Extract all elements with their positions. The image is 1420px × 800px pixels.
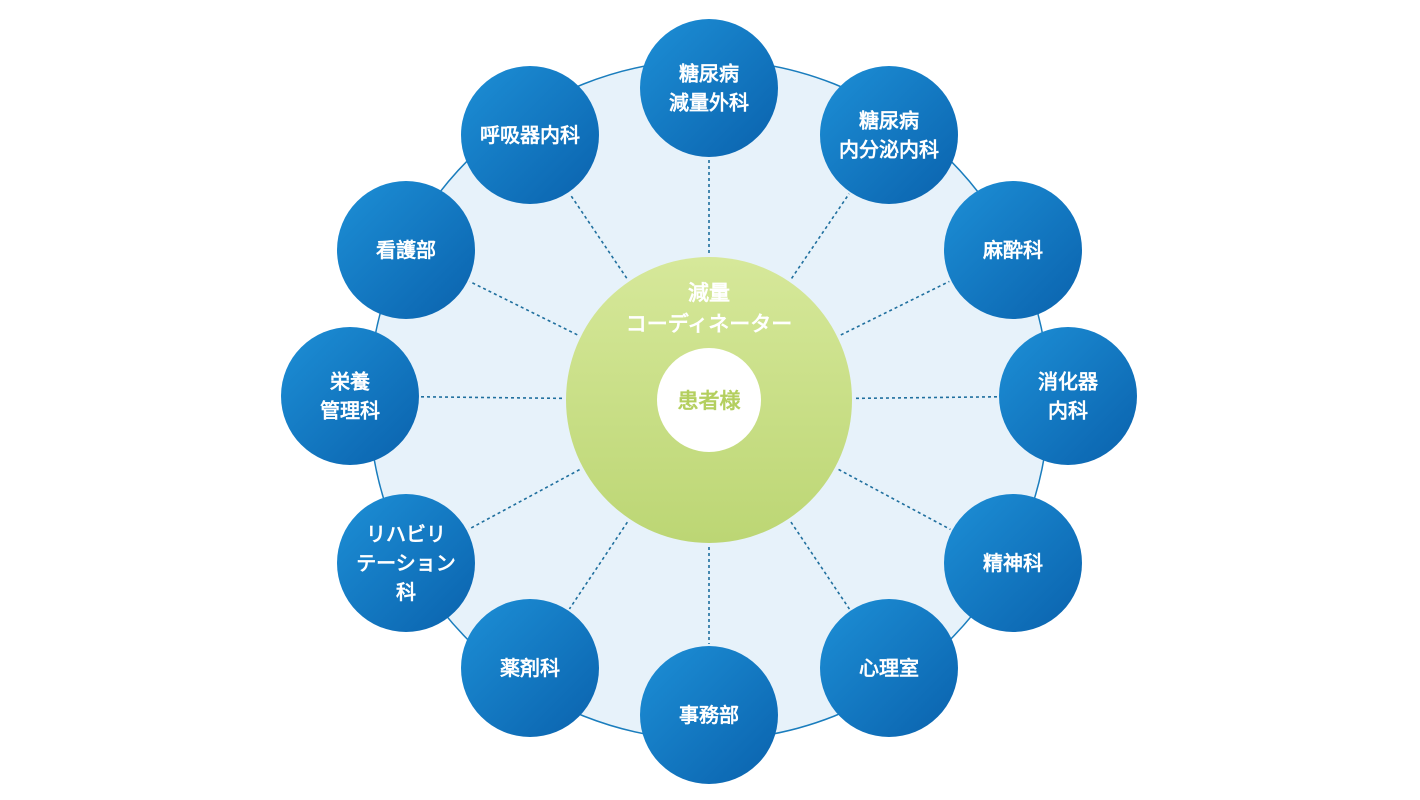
- coordinator-label-line: コーディネーター: [626, 312, 793, 336]
- department-circle: [461, 599, 599, 737]
- department-label: 麻酔科: [982, 238, 1043, 262]
- department-label: リハビリ: [366, 522, 446, 546]
- department-label: 心理室: [859, 656, 919, 680]
- connector-line: [569, 193, 628, 279]
- department-label: 内科: [1048, 399, 1088, 423]
- connector-lines: [420, 159, 998, 644]
- department-label: 栄養: [329, 370, 371, 394]
- department-node: 精神科: [944, 494, 1082, 632]
- department-circle: [820, 599, 958, 737]
- department-nodes: 糖尿病減量外科糖尿病内分泌内科麻酔科消化器内科精神科心理室事務部薬剤科リハビリテ…: [281, 19, 1137, 784]
- department-label: 呼吸器内科: [480, 123, 580, 147]
- department-circle: [820, 66, 958, 204]
- department-node: 看護部: [337, 181, 475, 319]
- department-label: 管理科: [320, 399, 380, 423]
- patient-label: 患者様: [678, 389, 742, 413]
- department-label: 消化器: [1038, 370, 1099, 394]
- department-label: 内分泌内科: [839, 138, 939, 162]
- department-node: 麻酔科: [944, 181, 1082, 319]
- department-label: テーション: [356, 551, 456, 575]
- department-label: 薬剤科: [500, 656, 560, 680]
- department-node: 薬剤科: [461, 599, 599, 737]
- department-circle: [640, 19, 778, 157]
- department-circle: [640, 646, 778, 784]
- department-circle: [944, 181, 1082, 319]
- department-circle: [999, 327, 1137, 465]
- department-label: 精神科: [983, 551, 1043, 575]
- department-label: 科: [396, 580, 416, 604]
- connector-line: [469, 280, 578, 336]
- department-label: 事務部: [679, 703, 739, 727]
- coordinator-label-line: 減量: [688, 281, 730, 305]
- department-circle: [944, 494, 1082, 632]
- department-node: 事務部: [640, 646, 778, 784]
- department-label: 糖尿病: [859, 109, 919, 133]
- connector-line: [840, 280, 950, 336]
- department-label: 看護部: [376, 238, 436, 262]
- connector-line: [790, 193, 850, 279]
- patient-circle: [657, 348, 761, 452]
- department-label: 糖尿病: [679, 62, 739, 86]
- connector-line: [568, 521, 629, 610]
- department-label: 減量外科: [669, 91, 749, 115]
- department-circle: [281, 327, 419, 465]
- department-node: 呼吸器内科: [461, 66, 599, 204]
- department-circle: [337, 494, 475, 632]
- department-circle: [337, 181, 475, 319]
- department-node: 心理室: [820, 599, 958, 737]
- department-circle: [461, 66, 599, 204]
